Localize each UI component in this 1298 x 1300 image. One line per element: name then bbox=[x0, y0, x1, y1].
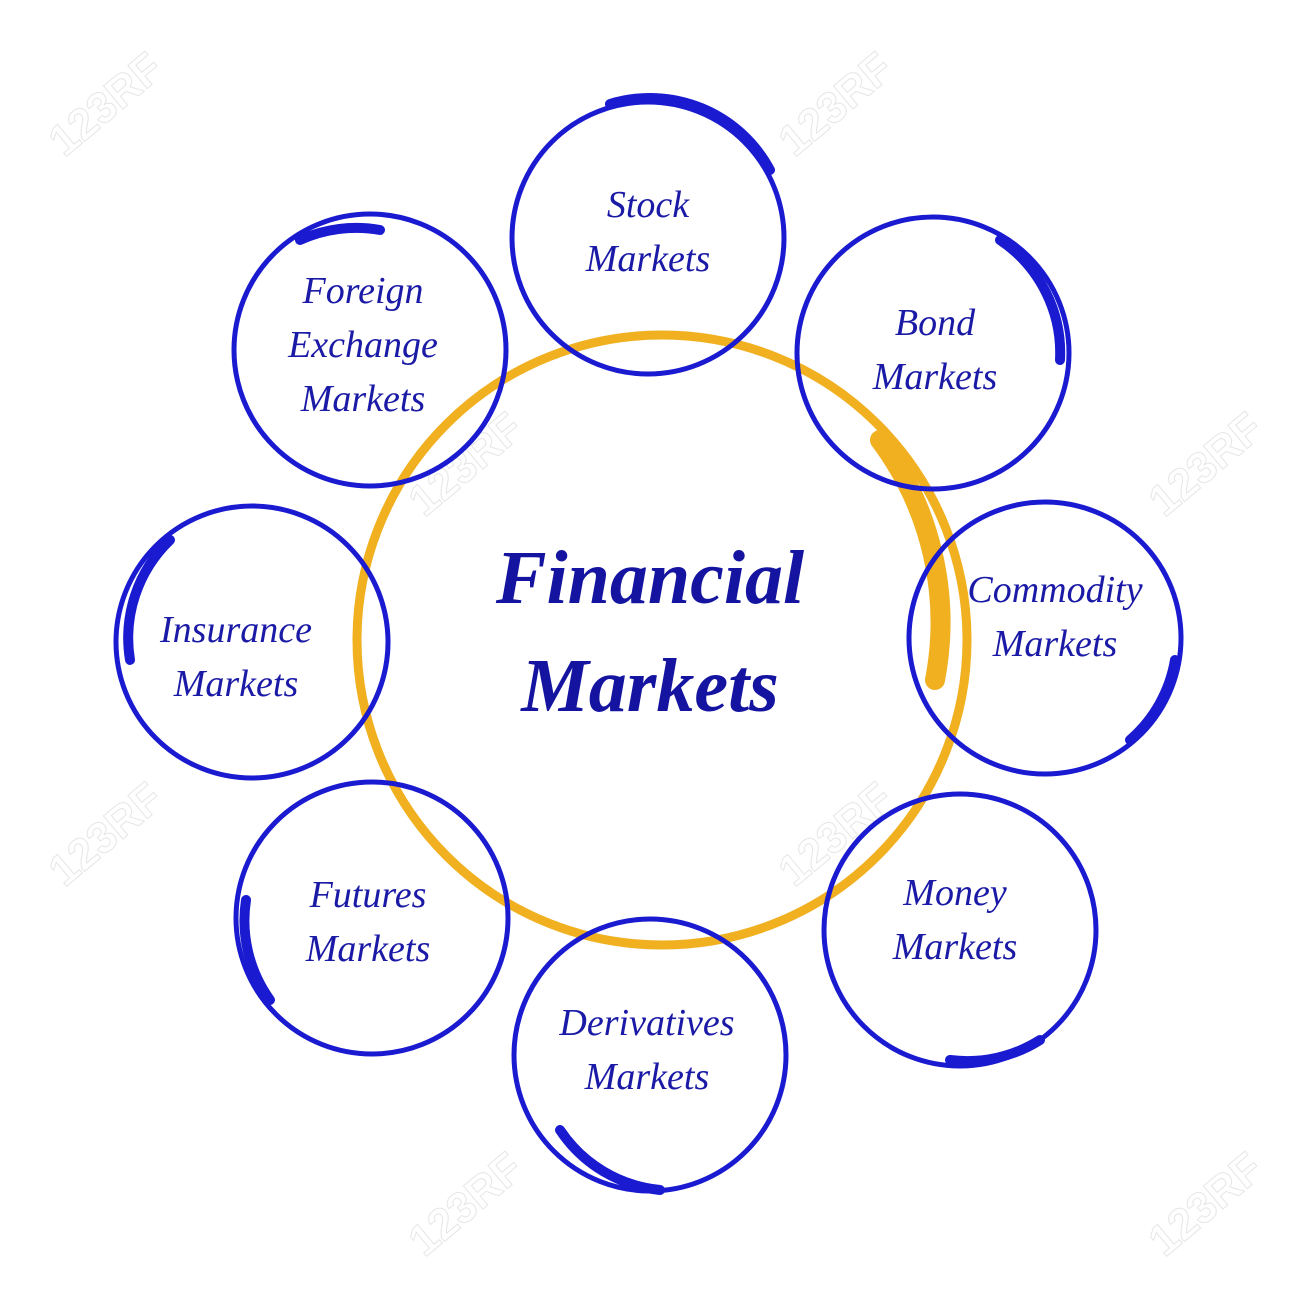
center-ring bbox=[352, 330, 972, 950]
node-label-line: Foreign bbox=[302, 270, 424, 312]
node-insurance-markets: Insurance Markets bbox=[160, 603, 312, 711]
node-derivatives-markets: Derivatives Markets bbox=[559, 996, 734, 1104]
node-label-line: Insurance bbox=[160, 609, 312, 651]
node-label-line: Markets bbox=[585, 238, 711, 280]
node-label-line: Derivatives bbox=[559, 1002, 735, 1044]
node-foreign-exchange-markets: Foreign Exchange Markets bbox=[288, 264, 438, 426]
center-title-line1: Financial bbox=[495, 536, 805, 620]
node-label-line: Bond bbox=[894, 302, 976, 344]
node-label-line: Markets bbox=[584, 1056, 710, 1098]
node-futures-markets: Futures Markets bbox=[306, 868, 431, 976]
node-circle-commodity bbox=[906, 499, 1184, 777]
node-circle-futures bbox=[233, 779, 511, 1057]
node-label-line: Commodity bbox=[967, 569, 1143, 611]
node-label-line: Markets bbox=[300, 378, 426, 420]
node-label-line: Stock bbox=[606, 184, 690, 226]
node-circle-foreign-exchange bbox=[231, 211, 509, 489]
node-label-line: Money bbox=[903, 872, 1007, 914]
center-title-line2: Markets bbox=[521, 644, 779, 728]
node-label-line: Markets bbox=[173, 663, 299, 705]
node-label-line: Markets bbox=[892, 926, 1018, 968]
node-bond-markets: Bond Markets bbox=[873, 296, 998, 404]
node-stock-markets: Stock Markets bbox=[586, 178, 711, 286]
node-circle-insurance bbox=[113, 503, 391, 781]
node-label-line: Exchange bbox=[288, 324, 438, 366]
center-title: Financial Markets bbox=[496, 524, 804, 740]
node-money-markets: Money Markets bbox=[893, 866, 1018, 974]
node-commodity-markets: Commodity Markets bbox=[967, 563, 1142, 671]
node-label-line: Markets bbox=[305, 928, 431, 970]
node-circle-money bbox=[821, 791, 1099, 1069]
node-circles bbox=[113, 93, 1184, 1195]
node-label-line: Markets bbox=[872, 356, 998, 398]
node-label-line: Markets bbox=[992, 623, 1118, 665]
node-label-line: Futures bbox=[309, 874, 427, 916]
node-circle-bond bbox=[794, 214, 1072, 492]
